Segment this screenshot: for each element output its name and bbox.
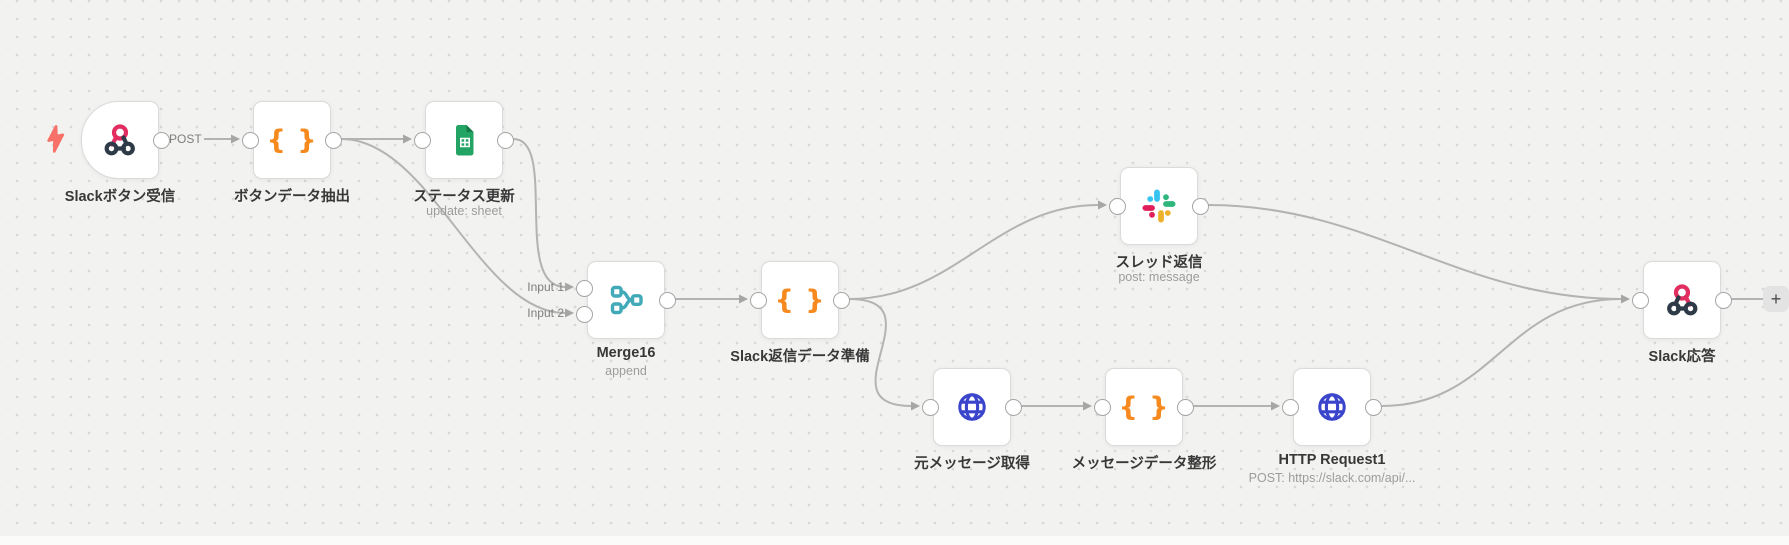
edge-arrowhead bbox=[1621, 294, 1630, 304]
input-port[interactable] bbox=[242, 131, 259, 149]
edge-arrowhead bbox=[1083, 401, 1092, 411]
output-port[interactable] bbox=[1715, 291, 1732, 309]
output-port[interactable] bbox=[833, 291, 850, 309]
node-label: Slackボタン受信 bbox=[64, 189, 176, 205]
merge-input1-label: Input 1 bbox=[527, 280, 564, 294]
output-port[interactable] bbox=[325, 131, 342, 149]
node-subtitle: update: sheet bbox=[426, 204, 502, 218]
edge-arrowhead bbox=[403, 134, 412, 144]
node-label: Merge16 bbox=[596, 345, 656, 361]
edge-status-to-merge-input1[interactable] bbox=[513, 138, 566, 288]
code-icon: { } bbox=[266, 124, 318, 156]
canvas-bottom-strip bbox=[0, 536, 1789, 545]
add-node-plus-button[interactable]: + bbox=[1763, 286, 1789, 312]
node-thread-reply[interactable]: スレッド返信 post: message bbox=[1109, 167, 1209, 284]
node-merge16[interactable]: Merge16 append bbox=[576, 261, 676, 378]
node-subtitle: append bbox=[605, 364, 647, 378]
output-port[interactable] bbox=[1177, 398, 1194, 416]
edge-arrowhead bbox=[565, 308, 574, 318]
node-label: メッセージデータ整形 bbox=[1071, 456, 1217, 472]
input-port[interactable] bbox=[922, 398, 939, 416]
globe-icon bbox=[1318, 393, 1346, 421]
node-http-request1[interactable]: HTTP Request1 POST: https://slack.com/ap… bbox=[1249, 368, 1415, 485]
edge-http-request-to-respond[interactable] bbox=[1381, 298, 1622, 407]
node-label: ボタンデータ抽出 bbox=[234, 189, 350, 205]
output-port[interactable] bbox=[1005, 398, 1022, 416]
input-port[interactable] bbox=[1632, 291, 1649, 309]
edge-reply-prep-to-thread-reply[interactable] bbox=[849, 204, 1099, 300]
code-icon: { } bbox=[1118, 391, 1170, 423]
node-get-original-message[interactable]: 元メッセージ取得 bbox=[914, 368, 1030, 472]
trigger-lightning-icon bbox=[47, 125, 65, 153]
node-subtitle: post: message bbox=[1118, 270, 1200, 284]
slack-icon bbox=[1142, 189, 1176, 223]
edge-arrowhead bbox=[911, 401, 920, 411]
node-subtitle: POST: https://slack.com/api/... bbox=[1248, 471, 1416, 485]
output-port[interactable] bbox=[659, 291, 676, 309]
edge-arrowhead bbox=[565, 282, 574, 292]
google-sheets-icon bbox=[456, 125, 474, 156]
node-slack-respond[interactable]: Slack応答 bbox=[1632, 261, 1732, 365]
output-port[interactable] bbox=[153, 131, 170, 149]
node-format-message-data[interactable]: { } メッセージデータ整形 bbox=[1072, 368, 1216, 472]
globe-icon bbox=[958, 393, 986, 421]
webhook-icon bbox=[1667, 284, 1698, 316]
edge-arrowhead bbox=[739, 294, 748, 304]
input-port[interactable] bbox=[1282, 398, 1299, 416]
output-port[interactable] bbox=[1192, 197, 1209, 215]
merge-icon bbox=[610, 285, 643, 315]
node-button-data-extract[interactable]: { } ボタンデータ抽出 bbox=[234, 101, 350, 205]
output-port[interactable] bbox=[1365, 398, 1382, 416]
node-label: 元メッセージ取得 bbox=[914, 456, 1030, 472]
edge-arrowhead bbox=[1271, 401, 1280, 411]
node-label: ステータス更新 bbox=[413, 189, 515, 205]
code-icon: { } bbox=[774, 284, 826, 316]
input-port-2[interactable] bbox=[576, 305, 593, 323]
node-label: Slack返信データ準備 bbox=[730, 349, 870, 365]
edge-thread-reply-to-respond[interactable] bbox=[1208, 204, 1622, 300]
input-port[interactable] bbox=[414, 131, 431, 149]
node-label: HTTP Request1 bbox=[1278, 452, 1386, 468]
node-slack-reply-prep[interactable]: { } Slack返信データ準備 bbox=[730, 261, 870, 365]
merge-input2-label: Input 2 bbox=[527, 306, 564, 320]
node-label: スレッド返信 bbox=[1115, 255, 1203, 271]
node-status-update[interactable]: ステータス更新 update: sheet bbox=[413, 101, 515, 218]
edge-extract-to-merge-input2[interactable] bbox=[341, 138, 566, 314]
input-port-1[interactable] bbox=[576, 279, 593, 297]
input-port[interactable] bbox=[1094, 398, 1111, 416]
edge-arrowhead bbox=[1098, 200, 1107, 210]
input-port[interactable] bbox=[1109, 197, 1126, 215]
edge-arrowhead bbox=[231, 134, 240, 144]
webhook-icon bbox=[104, 124, 135, 156]
input-port[interactable] bbox=[750, 291, 767, 309]
node-slack-button-webhook[interactable]: Slackボタン受信 bbox=[65, 101, 175, 205]
edge-reply-prep-to-get-message[interactable] bbox=[849, 298, 912, 407]
edge-label-post: POST bbox=[167, 132, 204, 146]
output-port[interactable] bbox=[497, 131, 514, 149]
node-label: Slack応答 bbox=[1648, 349, 1716, 365]
